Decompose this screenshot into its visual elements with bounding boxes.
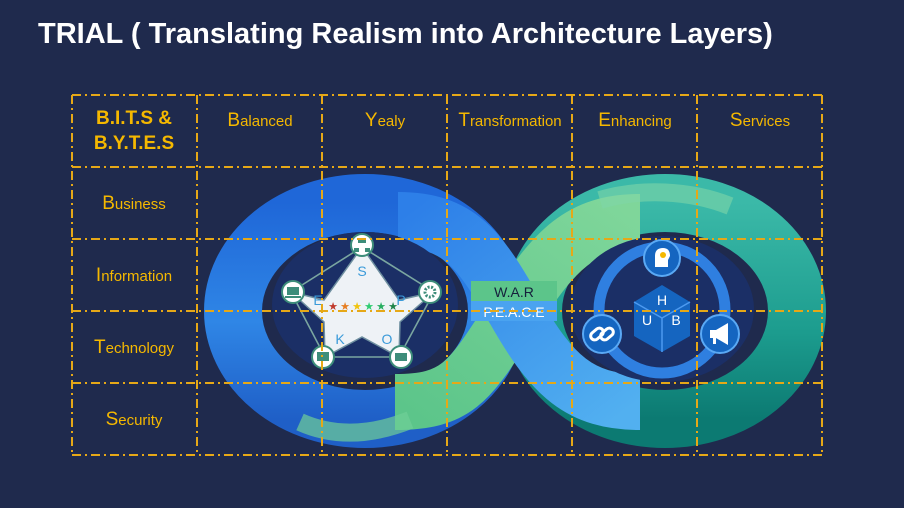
row-header-technology: Technology bbox=[94, 337, 174, 358]
column-header-services: Services bbox=[730, 110, 790, 131]
page-title: TRIAL ( Translating Realism into Archite… bbox=[38, 18, 773, 50]
row-header-information: Information bbox=[96, 265, 172, 286]
hub-letter-b: B bbox=[671, 312, 680, 328]
row-header-security: Security bbox=[106, 409, 163, 430]
war-label: W.A.R bbox=[494, 284, 534, 300]
laptop-icon bbox=[281, 280, 305, 304]
idea-head-icon bbox=[643, 239, 681, 277]
star-dot: ★ bbox=[328, 301, 338, 313]
column-header-yealy: Yealy bbox=[365, 110, 406, 131]
war-peace-box: W.A.R P.E.A.C.E bbox=[471, 281, 557, 321]
org-icon bbox=[350, 233, 374, 257]
briefcase-icon bbox=[389, 345, 413, 369]
bits-bytes-grid bbox=[71, 94, 823, 456]
hub-letter-h: H bbox=[657, 292, 667, 308]
hub-graphic: H U B bbox=[570, 236, 754, 382]
war-label-bg bbox=[471, 281, 557, 301]
star-letter-s: S bbox=[357, 263, 366, 279]
star-dot: ★ bbox=[376, 301, 386, 313]
hub-letter-u: U bbox=[642, 312, 652, 328]
gear-icon bbox=[418, 280, 442, 304]
star-dot: ★ bbox=[388, 301, 398, 313]
corner-header-line2: B.Y.T.E.S bbox=[94, 133, 174, 154]
row-header-business: Business bbox=[102, 193, 166, 214]
star-dot: ★ bbox=[364, 301, 374, 313]
column-header-balanced: Balanced bbox=[227, 110, 292, 131]
star-letter-o: O bbox=[382, 331, 393, 347]
star-letter-k: K bbox=[335, 331, 345, 347]
star-dot: ★ bbox=[352, 301, 362, 313]
column-header-enhancing: Enhancing bbox=[598, 110, 672, 131]
spoke-star: ★★★★★★ S P O K E bbox=[272, 232, 458, 378]
star-letter-p: P bbox=[396, 292, 405, 308]
megaphone-icon bbox=[700, 314, 740, 354]
link-icon bbox=[582, 314, 622, 354]
star-letter-e: E bbox=[313, 292, 322, 308]
star-dot: ★ bbox=[340, 301, 350, 313]
star-color-dots: ★★★★★★ bbox=[328, 301, 398, 313]
column-header-transformation: Transformation bbox=[458, 110, 561, 131]
corner-header-line1: B.I.T.S & bbox=[96, 108, 172, 129]
